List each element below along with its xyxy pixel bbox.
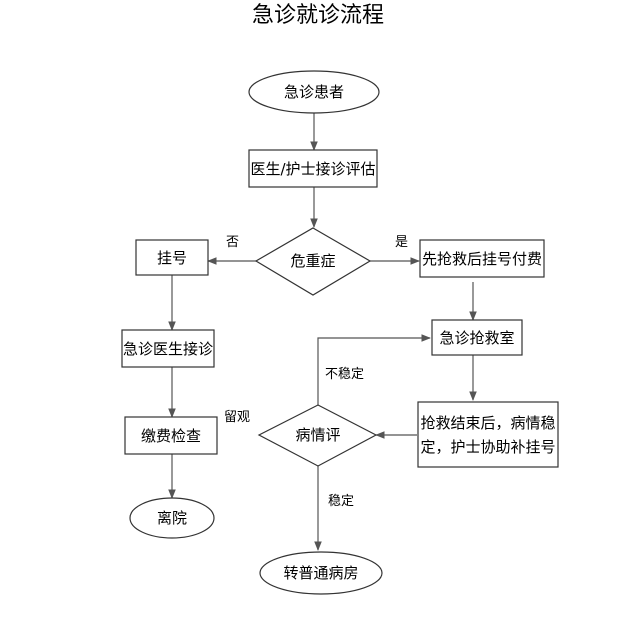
node-assess: 医生/护士接诊评估 xyxy=(248,149,378,188)
node-critical-label: 危重症 xyxy=(290,252,335,270)
process-shape xyxy=(135,239,209,276)
node-transfer-label: 转普通病房 xyxy=(283,564,358,582)
diagram-title: 急诊就诊流程 xyxy=(252,3,384,28)
node-rescue-room-label: 急诊抢救室 xyxy=(439,329,514,347)
node-rescue-first-label: 先抢救后挂号付费 xyxy=(422,250,542,268)
node-er-doctor: 急诊医生接诊 xyxy=(121,329,215,368)
node-patient-label: 急诊患者 xyxy=(284,83,344,101)
node-critical: 危重症 xyxy=(254,227,372,296)
process-shape xyxy=(121,329,215,368)
node-register: 挂号 xyxy=(135,239,209,276)
terminator-shape xyxy=(259,551,383,595)
node-register-label: 挂号 xyxy=(157,249,187,267)
edges xyxy=(168,113,477,551)
process-shape xyxy=(419,239,545,278)
process-shape xyxy=(431,319,523,356)
terminator-shape xyxy=(129,497,215,539)
decision-shape xyxy=(254,227,372,296)
edge-label-no: 否 xyxy=(226,235,239,250)
node-rescue-done-line2: 定，护士协助补挂号 xyxy=(420,438,555,456)
node-pay-check: 缴费检查 xyxy=(124,416,218,455)
edge-label-unstable: 不稳定 xyxy=(325,366,364,382)
node-leave: 离院 xyxy=(129,497,215,539)
node-rescue-room: 急诊抢救室 xyxy=(431,319,523,356)
node-transfer: 转普通病房 xyxy=(259,551,383,595)
process-shape xyxy=(124,416,218,455)
node-condition-label: 病情评 xyxy=(295,426,340,444)
process-shape xyxy=(248,149,378,188)
node-assess-label: 医生/护士接诊评估 xyxy=(250,160,375,178)
edge-label-yes: 是 xyxy=(395,235,408,250)
node-rescue-done: 抢救结束后，病情稳 定，护士协助补挂号 xyxy=(417,401,559,468)
node-condition: 病情评 xyxy=(257,404,378,467)
node-pay-check-label: 缴费检查 xyxy=(141,427,201,445)
node-er-doctor-label: 急诊医生接诊 xyxy=(123,340,213,358)
node-patient: 急诊患者 xyxy=(248,70,380,114)
process-shape xyxy=(417,401,559,468)
edge-label-observe: 留观 xyxy=(224,410,250,425)
edge-condition-unstable-to-rescue-room xyxy=(317,334,431,405)
terminator-shape xyxy=(248,70,380,114)
node-rescue-done-line1: 抢救结束后，病情稳 xyxy=(420,414,555,432)
node-leave-label: 离院 xyxy=(157,509,187,527)
node-rescue-first: 先抢救后挂号付费 xyxy=(419,239,545,278)
decision-shape xyxy=(257,404,378,467)
edge-label-stable: 稳定 xyxy=(328,493,354,509)
